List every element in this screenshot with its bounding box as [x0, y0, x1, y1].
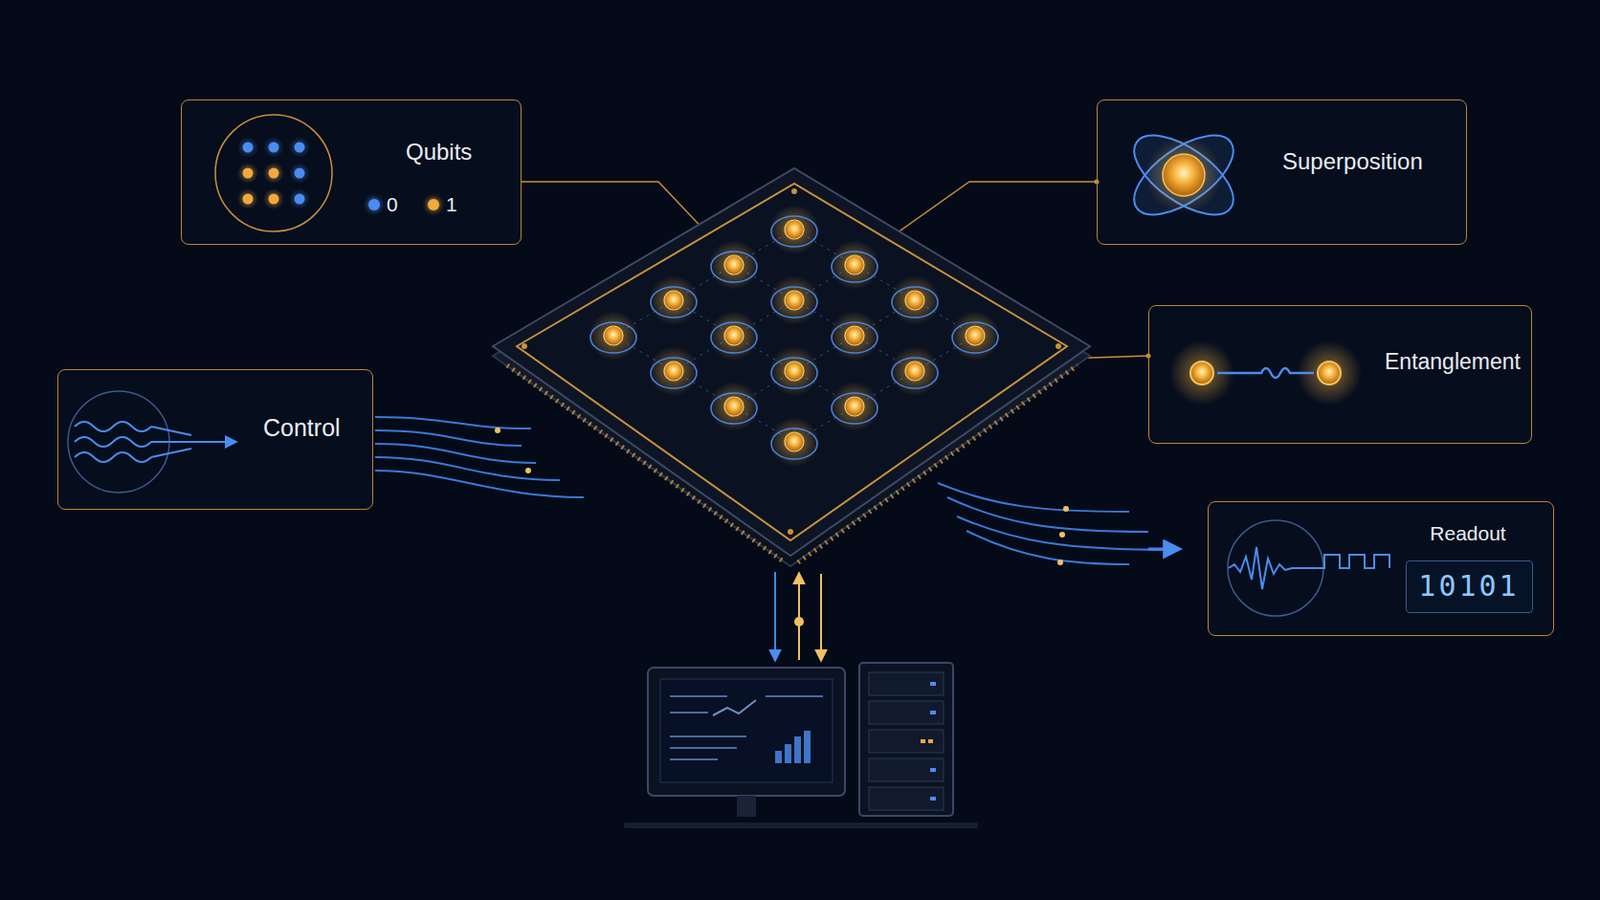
bit-display: 10101: [1405, 560, 1534, 614]
legend-label: 0: [386, 193, 399, 217]
qubits-box: Qubits 0 1: [180, 99, 522, 245]
superposition-box: Superposition: [1096, 99, 1467, 245]
readout-box: Readout 10101: [1207, 501, 1555, 637]
entanglement-box: Entanglement: [1148, 305, 1533, 445]
legend-swatch: [368, 199, 380, 211]
legend-swatch: [427, 199, 440, 211]
box-label: Readout: [1429, 522, 1506, 546]
control-box: Control: [57, 369, 374, 511]
bit-readout: 10101: [1418, 570, 1519, 604]
box-label: Control: [263, 414, 341, 443]
box-label: Qubits: [405, 138, 472, 166]
box-label: Superposition: [1282, 148, 1423, 176]
box-label: Entanglement: [1384, 349, 1521, 375]
legend-label: 1: [445, 193, 458, 217]
